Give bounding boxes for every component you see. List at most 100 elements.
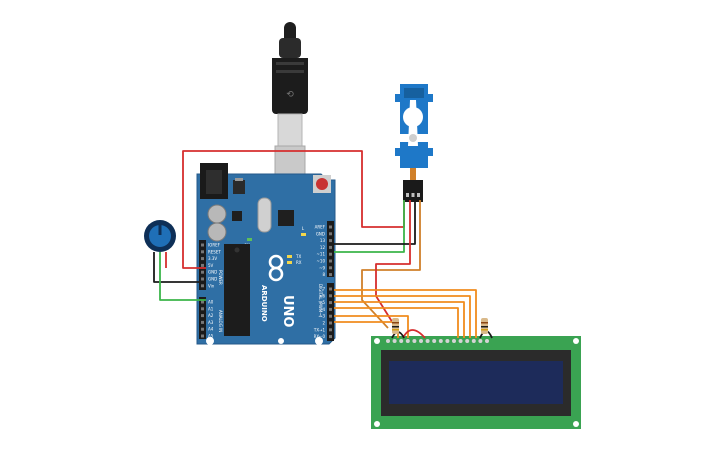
- lcd-16x2-icon[interactable]: [371, 336, 581, 429]
- lcd-pin[interactable]: [399, 339, 404, 343]
- pin-label: GND: [316, 231, 325, 236]
- wire-servo-green: [334, 200, 405, 253]
- capacitor-icon: [207, 204, 227, 242]
- pin-label: 4: [322, 307, 325, 312]
- pin-label: ~5: [319, 300, 325, 305]
- header-pin[interactable]: [329, 232, 332, 236]
- lcd-pin[interactable]: [386, 339, 390, 343]
- header-pin[interactable]: [329, 301, 332, 305]
- header-pin[interactable]: [201, 327, 204, 331]
- usb-cable-icon[interactable]: ⟲: [272, 22, 308, 195]
- pin-label: A4: [208, 327, 214, 332]
- analog-header[interactable]: [199, 297, 206, 339]
- pin-label: 5V: [208, 263, 214, 268]
- header-pin[interactable]: [201, 320, 204, 324]
- lcd-pin[interactable]: [471, 339, 476, 343]
- resistor-icon[interactable]: [392, 318, 399, 334]
- led-on: [247, 238, 252, 241]
- lcd-pin[interactable]: [445, 339, 450, 343]
- pin-label: Vin: [208, 283, 215, 288]
- pin-label: ~10: [317, 259, 326, 264]
- lcd-pin[interactable]: [485, 339, 489, 343]
- header-pin[interactable]: [201, 270, 204, 274]
- svg-text:RX: RX: [296, 260, 302, 265]
- potentiometer-icon[interactable]: [144, 220, 176, 252]
- pin-label: GND: [208, 277, 217, 282]
- voltage-regulator: [233, 180, 245, 194]
- header-pin[interactable]: [201, 277, 204, 281]
- header-pin[interactable]: [329, 225, 332, 229]
- led-l: [301, 233, 306, 236]
- pin-label: 3.3V: [208, 256, 217, 261]
- wire-lcd-jumper: [402, 329, 426, 339]
- header-pin[interactable]: [329, 328, 332, 332]
- servo-motor-icon[interactable]: [393, 84, 435, 202]
- pin-label: AREF: [315, 225, 326, 230]
- lcd-pin[interactable]: [438, 339, 443, 343]
- header-pin[interactable]: [329, 266, 332, 270]
- header-pin[interactable]: [329, 314, 332, 318]
- pin-label: A0: [208, 300, 214, 305]
- header-pin[interactable]: [329, 335, 332, 339]
- lcd-pin[interactable]: [412, 339, 417, 343]
- lcd-pin[interactable]: [458, 339, 463, 343]
- wire-servo-black: [334, 200, 416, 245]
- pin-label: 13: [320, 238, 326, 243]
- led-tx: [287, 255, 292, 258]
- pin-label: 2: [322, 321, 325, 326]
- header-pin[interactable]: [329, 307, 332, 311]
- lcd-pin[interactable]: [478, 339, 483, 343]
- header-pin[interactable]: [201, 300, 204, 304]
- wire-rs: [334, 321, 399, 338]
- header-pin[interactable]: [201, 257, 204, 261]
- pin-label: 8: [322, 272, 325, 277]
- header-pin[interactable]: [201, 314, 204, 318]
- header-pin[interactable]: [329, 245, 332, 249]
- arduino-logo-icon: [268, 254, 284, 282]
- reset-button[interactable]: [313, 175, 331, 193]
- wire-d4: [334, 307, 459, 338]
- lcd-pin[interactable]: [452, 339, 456, 343]
- header-pin[interactable]: [201, 334, 204, 338]
- lcd-pin[interactable]: [425, 339, 430, 343]
- wire-pot-green: [159, 252, 206, 301]
- mount-hole: [206, 337, 214, 345]
- lcd-pin[interactable]: [432, 339, 437, 343]
- header-pin[interactable]: [201, 263, 204, 267]
- small-ic: [232, 211, 242, 221]
- usb-chip: [278, 210, 294, 226]
- mount-hole: [315, 337, 323, 345]
- mount-hole: [278, 338, 284, 344]
- header-pin[interactable]: [329, 321, 332, 325]
- lcd-pin[interactable]: [419, 339, 423, 343]
- header-pin[interactable]: [201, 284, 204, 288]
- arduino-uno-board[interactable]: L TX RX ON ARDUINO UNO DIGITAL (PWM~): [196, 163, 336, 345]
- header-pin[interactable]: [201, 307, 204, 311]
- header-pin[interactable]: [329, 294, 332, 298]
- pin-label: GND: [208, 270, 217, 275]
- pin-label: ~3: [319, 314, 325, 319]
- lcd-pin[interactable]: [392, 339, 397, 343]
- wire-pot-black: [153, 252, 206, 283]
- header-pin[interactable]: [201, 243, 204, 247]
- pin-label: RX←0: [314, 334, 326, 339]
- pin-label: A1: [208, 306, 214, 311]
- brand-label: ARDUINO: [260, 285, 268, 322]
- header-pin[interactable]: [329, 252, 332, 256]
- lcd-pin[interactable]: [465, 339, 470, 343]
- header-pin[interactable]: [329, 273, 332, 277]
- lcd-pin[interactable]: [405, 339, 410, 343]
- wire-servo-orange: [361, 200, 421, 329]
- pin-label: ~6: [319, 293, 325, 298]
- header-pin[interactable]: [329, 259, 332, 263]
- header-pin[interactable]: [201, 250, 204, 254]
- wire-d6: [334, 295, 471, 338]
- pin-label: ~11: [317, 252, 326, 257]
- header-pin[interactable]: [329, 239, 332, 243]
- resistor-icon[interactable]: [481, 318, 488, 334]
- header-pin[interactable]: [329, 287, 332, 291]
- digital-header-top[interactable]: [327, 221, 334, 277]
- pin-label: 7: [322, 287, 325, 292]
- digital-header-bottom[interactable]: [327, 283, 334, 341]
